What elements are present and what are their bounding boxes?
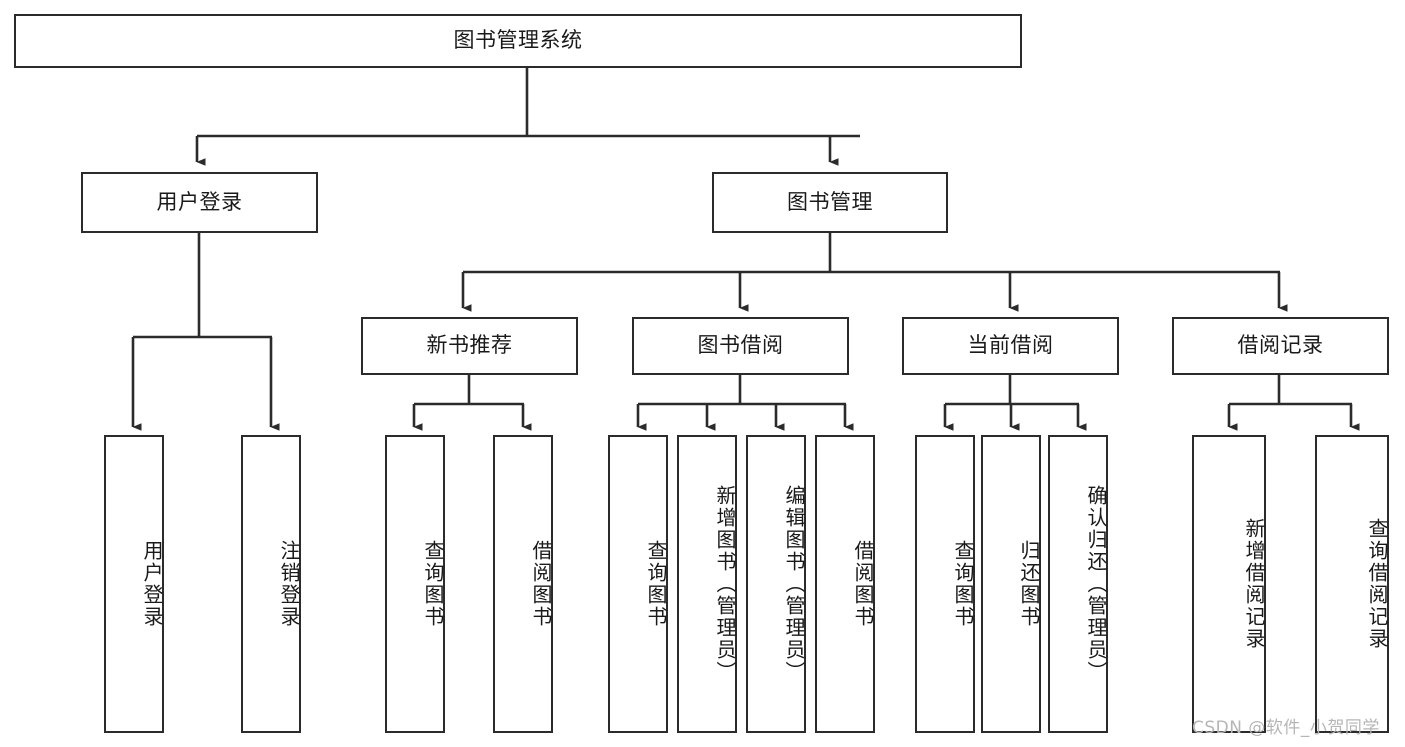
leaf-query-borrow-record[interactable]: 查询借阅记录 [1315, 435, 1389, 733]
node-label: 当前借阅 [967, 333, 1054, 358]
node-label: 新增图书（管理员） [713, 485, 737, 683]
node-label: 查询图书 [951, 540, 975, 628]
leaf-query-book-borrow[interactable]: 查询图书 [608, 435, 668, 733]
leaf-edit-book-admin[interactable]: 编辑图书（管理员） [746, 435, 806, 733]
leaf-query-book-recommend[interactable]: 查询图书 [385, 435, 445, 733]
leaf-confirm-return-admin[interactable]: 确认归还（管理员） [1048, 435, 1108, 733]
node-label: 借阅记录 [1237, 333, 1324, 358]
node-label: 查询图书 [421, 540, 445, 628]
node-label: 新书推荐 [426, 333, 513, 358]
node-label: 用户登录 [140, 540, 164, 628]
leaf-borrow-book-recommend[interactable]: 借阅图书 [493, 435, 553, 733]
csdn-watermark: CSDN @软件_小贺同学 [1192, 718, 1380, 738]
node-new-book-recommend[interactable]: 新书推荐 [361, 317, 578, 375]
node-current-borrow[interactable]: 当前借阅 [902, 317, 1119, 375]
node-label: 查询图书 [644, 540, 668, 628]
node-label: 图书借阅 [697, 333, 784, 358]
leaf-add-book-admin[interactable]: 新增图书（管理员） [677, 435, 737, 733]
leaf-logout-login[interactable]: 注销登录 [241, 435, 301, 733]
node-label: 确认归还（管理员） [1084, 485, 1108, 683]
node-root-book-management-system[interactable]: 图书管理系统 [14, 14, 1022, 68]
node-label: 图书管理 [787, 189, 873, 214]
node-book-borrow[interactable]: 图书借阅 [632, 317, 849, 375]
node-label: 编辑图书（管理员） [782, 485, 806, 683]
node-label: 借阅图书 [529, 540, 553, 628]
leaf-user-login[interactable]: 用户登录 [104, 435, 164, 733]
node-label: 归还图书 [1017, 540, 1041, 628]
node-user-login[interactable]: 用户登录 [81, 172, 318, 233]
node-book-management[interactable]: 图书管理 [712, 172, 948, 233]
node-label: 用户登录 [156, 189, 243, 214]
node-label: 查询借阅记录 [1365, 518, 1389, 650]
node-borrow-record[interactable]: 借阅记录 [1172, 317, 1389, 375]
leaf-query-book-current[interactable]: 查询图书 [915, 435, 975, 733]
node-label: 借阅图书 [851, 540, 875, 628]
node-label: 新增借阅记录 [1242, 518, 1266, 650]
leaf-add-borrow-record[interactable]: 新增借阅记录 [1192, 435, 1266, 733]
leaf-return-book[interactable]: 归还图书 [981, 435, 1041, 733]
node-label: 注销登录 [277, 540, 301, 628]
leaf-borrow-book[interactable]: 借阅图书 [815, 435, 875, 733]
node-label: 图书管理系统 [453, 28, 583, 53]
